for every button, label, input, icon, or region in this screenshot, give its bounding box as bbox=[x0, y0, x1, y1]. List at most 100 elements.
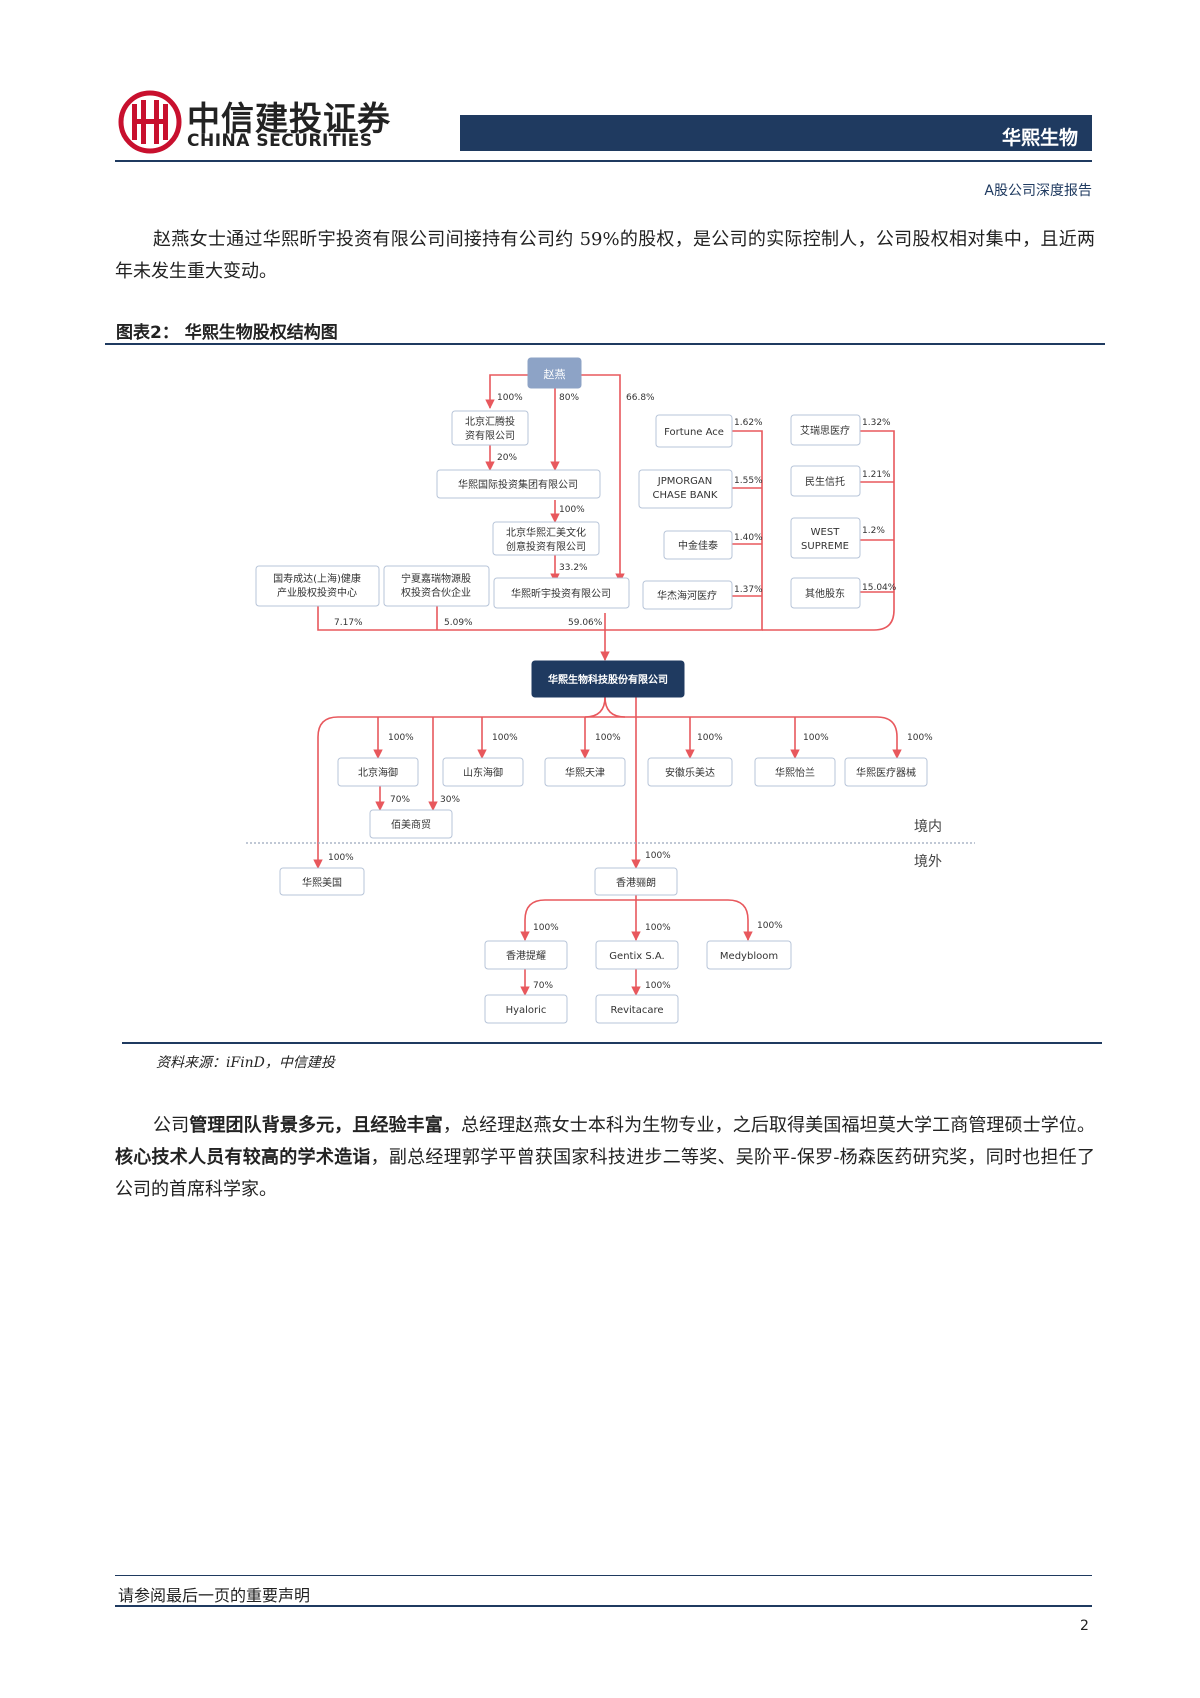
label-ningxia: 5.09% bbox=[444, 618, 473, 628]
label-hk-gentix: 100% bbox=[645, 923, 671, 933]
label-bj-hengmei: 70% bbox=[390, 795, 410, 805]
label-jpm: 1.55% bbox=[734, 476, 763, 486]
node-ah-lemeida: 安徽乐美达 bbox=[647, 757, 733, 787]
node-ningxia: 宁夏嘉瑞物源股 权投资合伙企业 bbox=[383, 565, 490, 607]
node-guoshou: 国寿成达(上海)健康 产业股权投资中心 bbox=[255, 565, 380, 607]
svg-text:资有限公司: 资有限公司 bbox=[465, 429, 515, 442]
label-fortune: 1.62% bbox=[734, 418, 763, 428]
node-hx-usa: 华熙美国 bbox=[279, 867, 365, 896]
svg-text:北京华熙汇美文化: 北京华熙汇美文化 bbox=[506, 526, 586, 539]
label-huimei-xinyu: 33.2% bbox=[559, 563, 588, 573]
node-sd-haiyu: 山东海御 bbox=[442, 757, 524, 787]
label-huajie: 1.37% bbox=[734, 585, 763, 595]
label-domestic: 境内 bbox=[914, 819, 942, 835]
node-xinyu: 华熙昕宇投资有限公司 bbox=[493, 577, 630, 609]
china-securities-logo-icon bbox=[118, 90, 182, 154]
node-bj-haiyu: 北京海御 bbox=[337, 757, 419, 787]
figure-title: 图表2： 华熙生物股权结构图 bbox=[116, 323, 338, 343]
node-jpmorgan: JPMORGAN CHASE BANK bbox=[638, 469, 733, 509]
label-usa: 100% bbox=[328, 853, 354, 863]
label-sub-bj: 100% bbox=[388, 733, 414, 743]
node-main-company: 华熙生物科技股份有限公司 bbox=[531, 660, 685, 698]
svg-text:华熙怡兰: 华熙怡兰 bbox=[775, 766, 815, 779]
svg-text:Revitacare: Revitacare bbox=[610, 1005, 663, 1016]
node-huaxi-intl: 华熙国际投资集团有限公司 bbox=[436, 469, 601, 499]
label-sub-ah: 100% bbox=[697, 733, 723, 743]
node-airuisi: 艾瑞思医疗 bbox=[790, 414, 861, 446]
svg-text:香港提耀: 香港提耀 bbox=[506, 950, 546, 962]
management-paragraph: 公司管理团队背景多元，且经验丰富，总经理赵燕女士本科为生物专业，之后取得美国福坦… bbox=[115, 1110, 1095, 1206]
svg-text:北京海御: 北京海御 bbox=[358, 766, 398, 779]
svg-text:Gentix S.A.: Gentix S.A. bbox=[609, 951, 664, 962]
node-hx-medical: 华熙医疗器械 bbox=[844, 757, 928, 787]
svg-text:华熙生物科技股份有限公司: 华熙生物科技股份有限公司 bbox=[548, 673, 668, 686]
svg-text:创意投资有限公司: 创意投资有限公司 bbox=[506, 540, 586, 553]
node-revitacare: Revitacare bbox=[595, 994, 679, 1024]
label-hk-tiyan: 100% bbox=[533, 923, 559, 933]
node-minsheng: 民生信托 bbox=[790, 465, 861, 497]
svg-text:华熙昕宇投资有限公司: 华熙昕宇投资有限公司 bbox=[511, 587, 611, 600]
label-tiyan-hyal: 70% bbox=[533, 981, 553, 991]
figure-title-rule bbox=[105, 343, 1105, 345]
svg-text:安徽乐美达: 安徽乐美达 bbox=[665, 766, 715, 779]
svg-text:WEST: WEST bbox=[811, 527, 841, 538]
svg-text:CHASE BANK: CHASE BANK bbox=[653, 490, 718, 501]
node-others: 其他股东 bbox=[790, 577, 861, 609]
label-others: 15.04% bbox=[862, 583, 897, 593]
label-sd-hengmei: 30% bbox=[440, 795, 460, 805]
svg-text:Medybloom: Medybloom bbox=[720, 951, 778, 962]
intro-paragraph: 赵燕女士通过华熙昕宇投资有限公司间接持有公司约 59%的股权，是公司的实际控制人… bbox=[115, 229, 1095, 282]
label-guoshou: 7.17% bbox=[334, 618, 363, 628]
label-minsheng: 1.21% bbox=[862, 470, 891, 480]
node-zhongjin: 中金佳泰 bbox=[663, 530, 733, 560]
node-huaxi-huimei: 北京华熙汇美文化 创意投资有限公司 bbox=[492, 521, 600, 556]
label-airuisi: 1.32% bbox=[862, 418, 891, 428]
svg-text:Fortune Ace: Fortune Ace bbox=[664, 427, 724, 438]
svg-text:华熙美国: 华熙美国 bbox=[302, 876, 342, 889]
figure-source: 资料来源：iFinD，中信建投 bbox=[156, 1055, 335, 1071]
footer-top-rule bbox=[115, 1575, 1092, 1576]
mgmt-text-3: ，副总经理郭学平曾获国家科技进步二等奖、吴阶平-保罗-杨森医药研究奖，同时也担任… bbox=[115, 1147, 1095, 1200]
label-intl-huimei: 100% bbox=[559, 505, 585, 515]
svg-text:佰美商贸: 佰美商贸 bbox=[391, 818, 431, 831]
mgmt-text-2: ，总经理赵燕女士本科为生物专业，之后取得美国福坦莫大学工商管理硕士学位。 bbox=[442, 1115, 1096, 1136]
label-sub-med: 100% bbox=[907, 733, 933, 743]
svg-text:山东海御: 山东海御 bbox=[463, 766, 503, 779]
node-zhao: 赵燕 bbox=[527, 357, 582, 389]
svg-text:北京汇腾投: 北京汇腾投 bbox=[465, 415, 515, 428]
label-sub-sd: 100% bbox=[492, 733, 518, 743]
svg-text:国寿成达(上海)健康: 国寿成达(上海)健康 bbox=[273, 572, 361, 585]
node-hujin: 北京汇腾投 资有限公司 bbox=[451, 410, 529, 446]
label-zhongjin: 1.40% bbox=[734, 533, 763, 543]
svg-text:香港骊朗: 香港骊朗 bbox=[616, 877, 656, 889]
node-hx-tianjin: 华熙天津 bbox=[544, 757, 626, 787]
svg-text:华熙医疗器械: 华熙医疗器械 bbox=[856, 766, 916, 779]
company-badge: 华熙生物 bbox=[460, 115, 1092, 151]
ownership-structure-diagram: 赵燕 北京汇腾投 资有限公司 华熙国际投资集团有限公司 北京华熙汇美文化 创意投… bbox=[246, 357, 975, 1024]
label-xinyu-main: 59.06% bbox=[568, 618, 603, 628]
node-hk-ruiqi: 香港骊朗 bbox=[594, 867, 678, 896]
label-zhao-intl: 80% bbox=[559, 393, 579, 403]
logo-english: CHINA SECURITIES bbox=[187, 131, 373, 151]
node-hyaloric: Hyaloric bbox=[484, 994, 568, 1024]
svg-text:宁夏嘉瑞物源股: 宁夏嘉瑞物源股 bbox=[401, 572, 471, 585]
label-zhao-xinyu: 66.8% bbox=[626, 393, 655, 403]
svg-text:其他股东: 其他股东 bbox=[805, 587, 845, 600]
label-hujin-intl: 20% bbox=[497, 453, 517, 463]
header: 中信建投证券 CHINA SECURITIES 华熙生物 A股公司深度报告 bbox=[0, 0, 1200, 199]
node-huajie: 华杰海河医疗 bbox=[642, 580, 733, 610]
label-west: 1.2% bbox=[862, 526, 885, 536]
label-overseas: 境外 bbox=[914, 854, 942, 870]
report-type: A股公司深度报告 bbox=[984, 183, 1092, 199]
svg-text:SUPREME: SUPREME bbox=[801, 541, 849, 552]
svg-text:华杰海河医疗: 华杰海河医疗 bbox=[657, 589, 717, 602]
label-sub-tj: 100% bbox=[595, 733, 621, 743]
svg-text:华熙天津: 华熙天津 bbox=[565, 766, 605, 779]
node-gentix: Gentix S.A. bbox=[595, 940, 679, 970]
node-hx-yilan: 华熙怡兰 bbox=[754, 757, 836, 787]
node-hk-tiyan: 香港提耀 bbox=[484, 940, 568, 970]
node-west-supreme: WEST SUPREME bbox=[790, 517, 861, 559]
svg-text:赵燕: 赵燕 bbox=[544, 367, 566, 381]
svg-text:Hyaloric: Hyaloric bbox=[506, 1005, 547, 1016]
svg-text:JPMORGAN: JPMORGAN bbox=[657, 476, 713, 487]
